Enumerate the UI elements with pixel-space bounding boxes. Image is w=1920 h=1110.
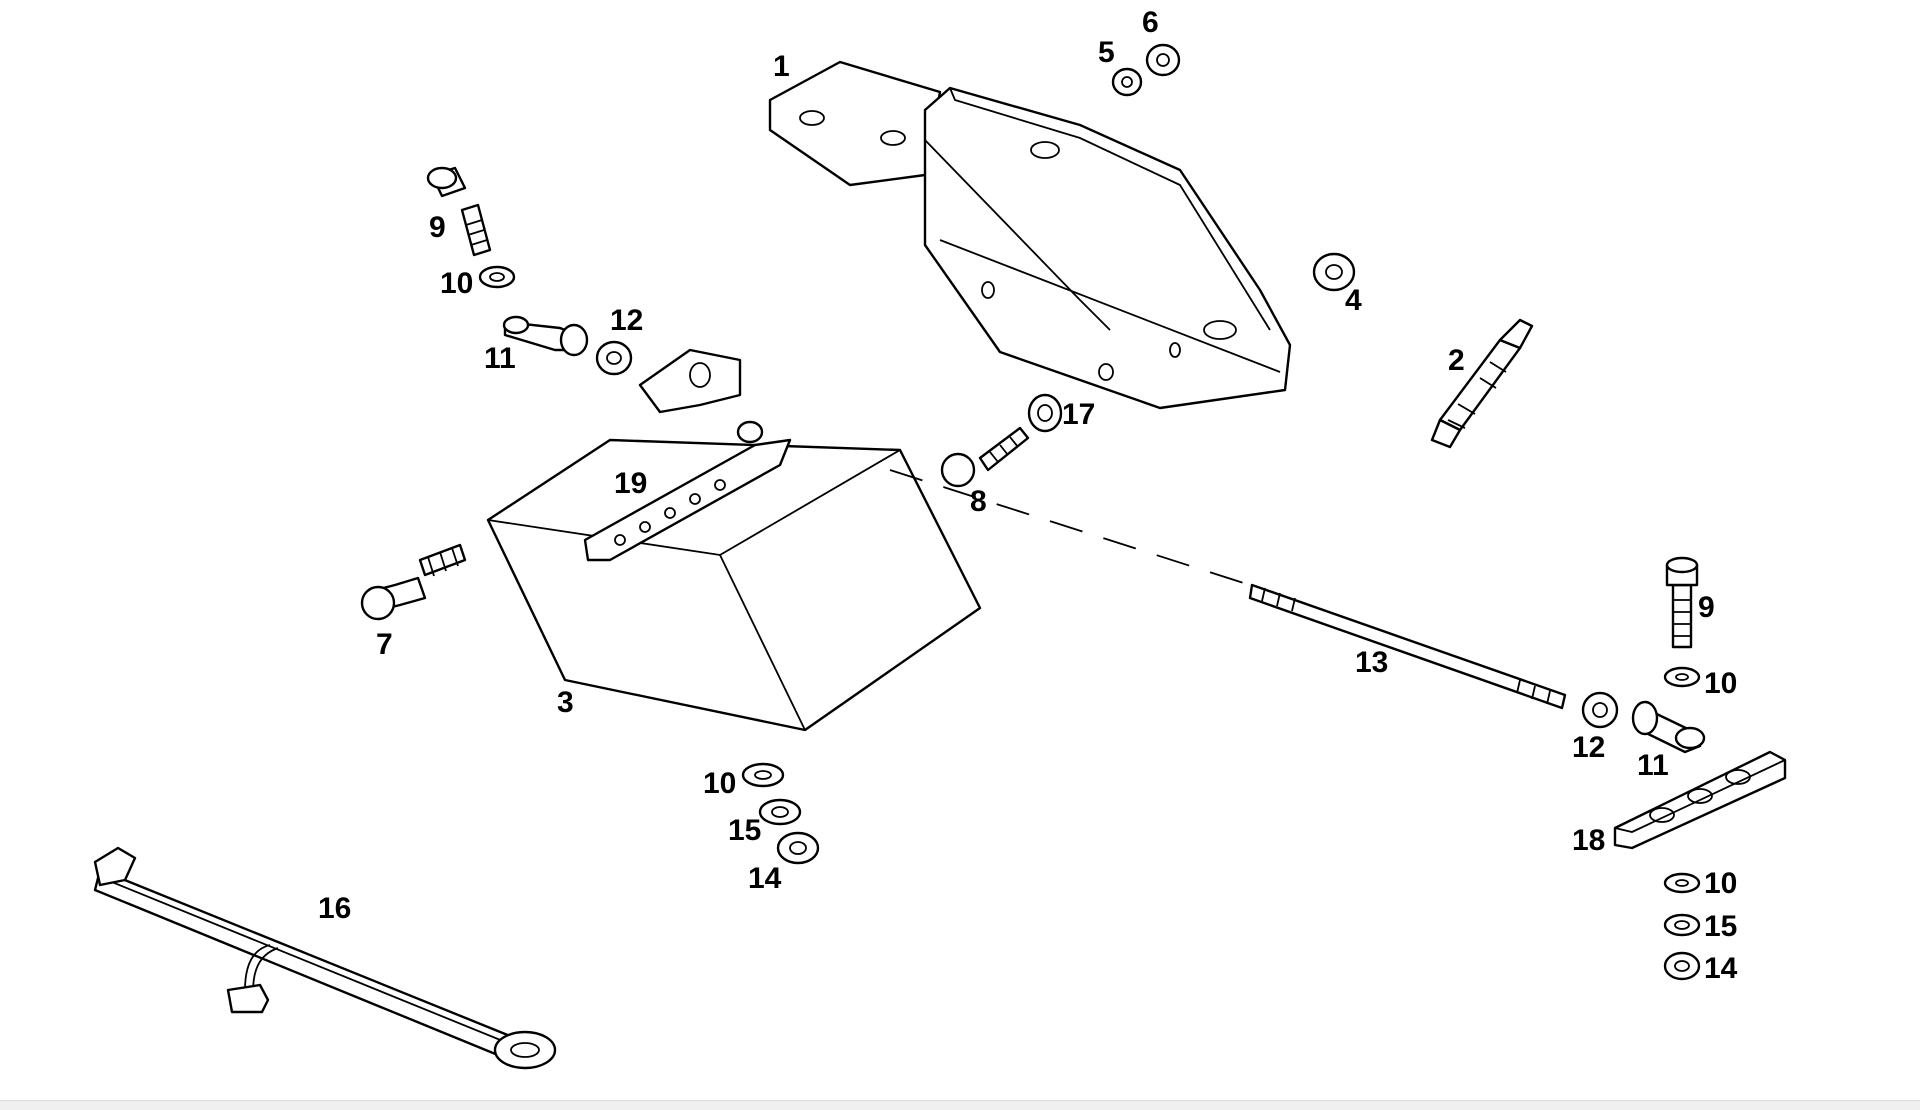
part-4-spacer [1312, 252, 1356, 292]
callout-18: 18 [1572, 824, 1605, 857]
callout-15-bottom: 15 [728, 814, 761, 847]
part-18-plate [1613, 750, 1787, 850]
callout-11-left: 11 [484, 342, 516, 375]
part-11-eyelet-left [502, 315, 589, 357]
part-14-nut-right [1663, 951, 1701, 981]
part-11-eyelet-right [1631, 700, 1706, 754]
callout-13: 13 [1355, 646, 1388, 679]
part-5-washer [1111, 67, 1143, 97]
part-7-bolt [360, 543, 467, 621]
bottom-bar [0, 1100, 1920, 1110]
part-10-washer-bottom [741, 762, 785, 788]
callout-14-bottom: 14 [748, 862, 782, 895]
part-16-cable [93, 846, 557, 1070]
callout-15-right: 15 [1704, 910, 1737, 943]
part-9-bolt-left [426, 166, 492, 257]
callout-2: 2 [1448, 344, 1465, 377]
part-10-washer-right-bottom [1663, 872, 1701, 894]
callout-17: 17 [1062, 398, 1095, 431]
part-13-threaded-rod [1248, 583, 1567, 710]
callout-1: 1 [773, 50, 790, 83]
callout-labels: 1 2 3 4 5 6 7 8 9 9 10 10 10 10 11 11 12… [318, 6, 1738, 985]
assembly-centerline [889, 469, 1251, 586]
callout-7: 7 [376, 628, 393, 661]
callout-5: 5 [1098, 36, 1115, 69]
callout-19: 19 [614, 467, 647, 500]
callout-10-right-top: 10 [1704, 667, 1737, 700]
part-15-lockwasher-bottom [758, 798, 802, 826]
callout-4: 4 [1345, 284, 1362, 317]
callout-10-bottom: 10 [703, 767, 736, 800]
part-14-nut-bottom [776, 831, 820, 865]
part-10-washer-left [478, 265, 516, 289]
part-1-bracket [768, 60, 1292, 410]
part-10-washer-right-top [1663, 666, 1701, 688]
callout-10-right-bottom: 10 [1704, 867, 1737, 900]
part-19-strap [583, 420, 792, 562]
part-17-washer [1027, 393, 1063, 433]
callout-14-right: 14 [1704, 952, 1738, 985]
callout-12-left: 12 [610, 304, 643, 337]
part-2-stud [1430, 318, 1534, 449]
callout-3: 3 [557, 686, 574, 719]
part-8-bolt [940, 426, 1030, 488]
callout-12-right: 12 [1572, 731, 1605, 764]
part-12-nut-left [595, 340, 633, 376]
part-9-bolt-right [1665, 556, 1699, 649]
part-12-nut-right [1581, 691, 1619, 729]
callout-9-left: 9 [429, 211, 446, 244]
part-3-battery-box [486, 348, 982, 732]
callout-6: 6 [1142, 6, 1159, 39]
callout-10-left: 10 [440, 267, 473, 300]
callout-16: 16 [318, 892, 351, 925]
callout-11-right: 11 [1637, 749, 1669, 782]
part-15-lockwasher-right [1663, 913, 1701, 937]
callout-8: 8 [970, 485, 987, 518]
part-6-nut [1145, 43, 1181, 77]
callout-9-right: 9 [1698, 591, 1715, 624]
